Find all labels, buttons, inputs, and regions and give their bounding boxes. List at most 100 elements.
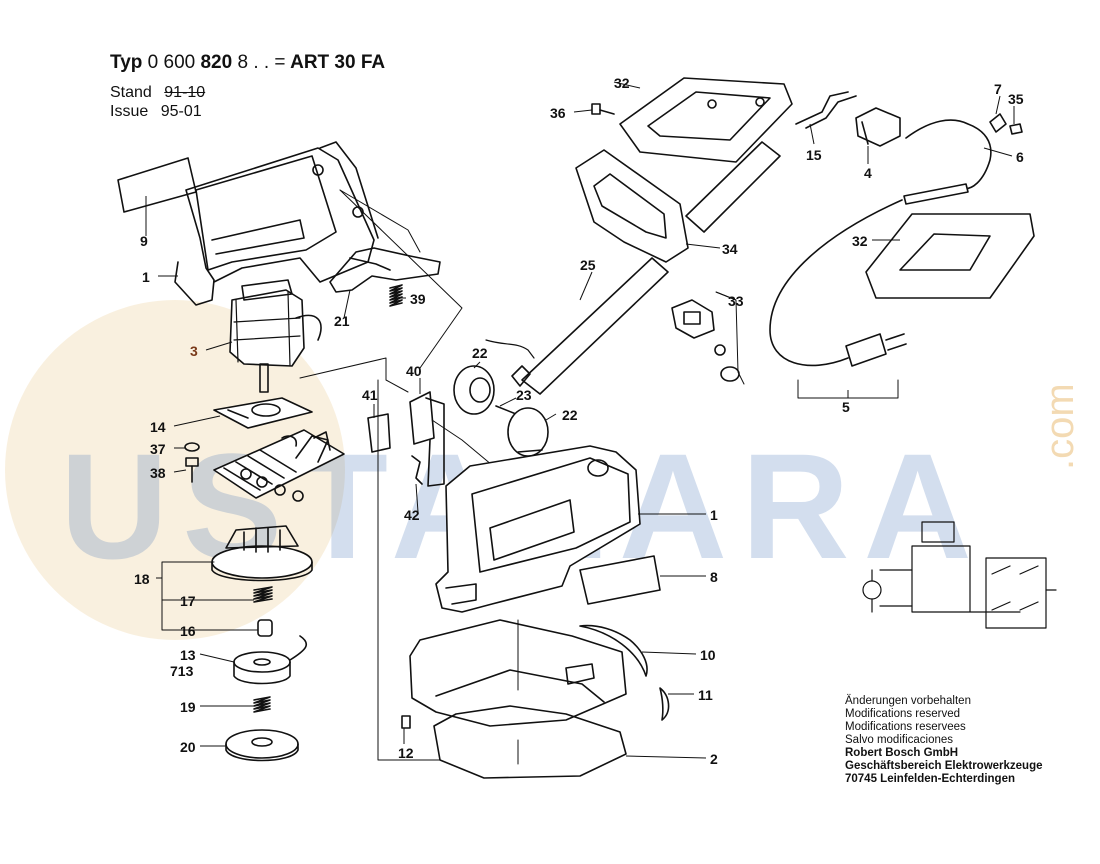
guard-clip-11 [659,687,670,721]
handle-shell-right [865,213,1035,299]
typ-number-a: 0 600 [147,52,196,73]
part-label-18: 18 [134,571,150,587]
part-label-10: 10 [700,647,716,663]
part-label-4: 4 [864,165,872,181]
part-label-14: 14 [150,419,166,435]
part-label-32-right: 32 [852,233,868,249]
part-label-7: 7 [994,81,1002,97]
stand-line: Stand 91-10 [110,84,205,102]
footer-notes: Änderungen vorbehalten Modifications res… [845,695,1043,786]
typ-number-b: 820 [200,52,233,73]
part-label-9: 9 [140,233,148,249]
part-label-8: 8 [710,569,718,585]
clip-41 [367,413,391,453]
model-title: Typ 0 600 820 8 . . = ART 30 FA [110,52,385,74]
switch-40 [409,391,445,487]
part-label-11: 11 [698,687,713,703]
switch-33 [671,299,740,382]
motor [229,279,322,393]
part-label-25: 25 [580,257,596,273]
company-address: 70745 Leinfelden-Echterdingen [845,773,1015,785]
part-label-39: 39 [410,291,426,307]
guard-strip-10 [579,624,648,677]
part-label-32-top: 32 [614,75,630,91]
part-label-22-right: 22 [562,407,578,423]
company-division: Geschäftsbereich Elektrowerkzeuge [845,760,1043,772]
part-label-2: 2 [710,751,718,767]
washer-37 [184,442,200,452]
spring-42 [411,455,423,485]
bush-16 [257,619,273,637]
part-label-16: 16 [180,623,196,639]
cable-6 [905,119,992,190]
stand-label: Stand [110,84,152,101]
sticker-8 [579,555,661,605]
housing-half-left [174,141,379,306]
clamp-7 [989,113,1007,133]
screw-36 [591,103,615,115]
part-label-20: 20 [180,739,196,755]
wire-15 [795,91,857,129]
part-label-33: 33 [728,293,744,309]
spring-39 [389,284,403,307]
part-label-35: 35 [1008,91,1024,107]
switch-lever [329,247,441,293]
handle-tube [511,257,669,395]
part-label-36: 36 [550,105,566,121]
part-label-21: 21 [334,313,350,329]
main-housing [435,445,641,613]
part-label-6: 6 [1016,149,1024,165]
issue-value: 95-01 [160,103,202,120]
part-label-38: 38 [150,465,166,481]
part-label-41: 41 [362,387,378,403]
part-label-1-top: 1 [142,269,150,285]
switch-4 [855,107,901,147]
stand-value: 91-10 [164,84,206,101]
wheel-22-left [453,365,495,415]
handle-grip [575,149,689,263]
spool-cap [225,729,299,762]
part-label-40: 40 [406,363,422,379]
wheel-22-right [507,407,549,457]
handle-bar [685,141,781,233]
model-name: ART 30 FA [290,52,386,73]
spring-19 [253,696,271,713]
part-label-12: 12 [398,745,414,761]
motor-plate [213,397,313,429]
part-label-713: 713 [170,663,194,679]
typ-prefix: Typ [110,52,143,73]
part-label-3: 3 [190,343,198,359]
note-line-fr: Modifications reservees [845,721,966,733]
note-line-en: Modifications reserved [845,708,961,720]
screw-38 [185,457,199,483]
note-line-es: Salvo modificaciones [845,734,954,746]
part-label-13: 13 [180,647,196,663]
spool [233,635,308,685]
axle-23 [495,405,517,415]
screw-35 [1009,123,1023,135]
part-label-34: 34 [722,241,738,257]
typ-suffix: 8 . . = [237,52,286,73]
wiring-schematic [862,521,1057,629]
handle-shell-top [619,77,793,163]
part-label-42: 42 [404,507,420,523]
part-label-1-main: 1 [710,507,718,523]
part-label-23: 23 [516,387,532,403]
part-label-19: 19 [180,699,196,715]
company-name: Robert Bosch GmbH [845,747,959,759]
cable-tube [903,183,969,205]
part-label-15: 15 [806,147,822,163]
contact-carrier [213,429,345,502]
part-label-22-left: 22 [472,345,488,361]
spring-17 [253,586,273,603]
issue-line: Issue 95-01 [110,103,202,121]
note-line-de: Änderungen vorbehalten [845,695,971,707]
part-label-5: 5 [842,399,850,415]
part-label-37: 37 [150,441,166,457]
issue-label: Issue [110,103,149,120]
mains-cable [769,199,907,367]
part-label-17: 17 [180,593,196,609]
